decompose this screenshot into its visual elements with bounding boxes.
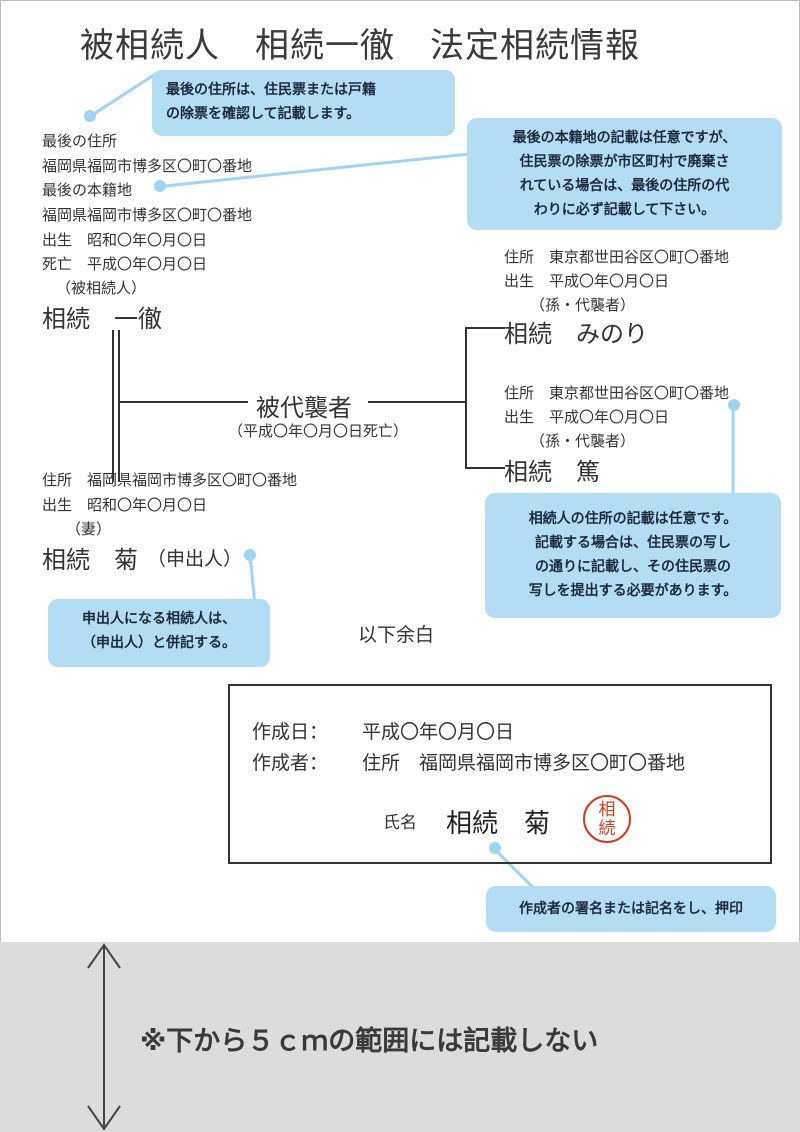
note-heir-address: 相続人の住所の記載は任意です。 記載する場合は、住民票の写し の通りに記載し、そ… [485, 493, 781, 618]
spouse-applicant-mark: （申出人） [147, 548, 243, 570]
deceased-role: （被相続人） [56, 279, 147, 297]
heir2-connector [465, 467, 505, 469]
heir2-address: 住所 東京都世田谷区〇町〇番地 [504, 384, 730, 402]
creation-date-label: 作成日： [252, 721, 329, 743]
note-line: 写しを提出する必要があります。 [528, 583, 738, 599]
deceased-name: 相続 一徹 [42, 305, 162, 333]
note-line: の通りに記載し、その住民票の [535, 559, 731, 575]
note-line: 申出人になる相続人は、 [82, 611, 236, 627]
last-address: 福岡県福岡市博多区〇町〇番地 [42, 157, 253, 175]
no-write-area [0, 942, 800, 1132]
note-line: 作成者の署名または記名をし、押印 [519, 901, 743, 917]
spouse-address: 住所 福岡県福岡市博多区〇町〇番地 [42, 471, 298, 489]
predeceased-name: 被代襲者 [256, 394, 352, 422]
heir1-connector [465, 327, 505, 329]
marriage-line-right [118, 330, 120, 482]
end-mark: 以下余白 [358, 624, 435, 646]
last-domicile: 福岡県福岡市博多区〇町〇番地 [42, 206, 253, 224]
heir2-name: 相続 篤 [504, 458, 600, 486]
branch-line-right [368, 401, 466, 403]
heir2-birth: 出生 平成〇年〇月〇日 [504, 408, 670, 426]
spouse-role: （妻） [66, 520, 112, 538]
heir1-birth: 出生 平成〇年〇月〇日 [504, 272, 670, 290]
page-title: 被相続人 相続一徹 法定相続情報 [80, 26, 640, 66]
heir1-name: 相続 みのり [504, 320, 648, 348]
note-line: 最後の住所は、住民票または戸籍 [166, 82, 376, 98]
note-line: 記載する場合は、住民票の写し [535, 535, 731, 551]
note-line: 住民票の除票が市区町村で廃棄さ [519, 154, 730, 170]
note-line: の除票を確認して記載します。 [166, 106, 361, 122]
measure-arrow-icon [87, 943, 121, 1131]
deceased-birth: 出生 昭和〇年〇月〇日 [42, 231, 208, 249]
spouse-birth: 出生 昭和〇年〇月〇日 [42, 496, 208, 514]
deceased-death: 死亡 平成〇年〇月〇日 [42, 255, 208, 273]
note-last-address: 最後の住所は、住民票または戸籍 の除票を確認して記載します。 [152, 70, 455, 136]
note4-dot [244, 549, 256, 561]
note-line: わりに必ず記載して下さい。 [533, 202, 716, 218]
branch-line-left [120, 401, 248, 403]
heir2-role: （孫・代襲者） [530, 432, 636, 450]
last-domicile-label: 最後の本籍地 [42, 181, 133, 199]
marriage-line-left [112, 330, 114, 482]
creator-address: 住所 福岡県福岡市博多区〇町〇番地 [362, 752, 686, 774]
last-address-label: 最後の住所 [42, 132, 118, 150]
note3-pointer [731, 406, 735, 495]
spouse-name: 相続 菊 [42, 546, 138, 574]
heirs-vertical-line [465, 327, 467, 469]
creator-label: 作成者： [252, 752, 329, 774]
note-domicile: 最後の本籍地の記載は任意ですが、 住民票の除票が市区町村で廃棄さ れている場合は… [467, 118, 782, 230]
bottom-margin-note: ※下から５ｃｍの範囲には記載しない [140, 1026, 599, 1057]
note-line: れている場合は、最後の住所の代 [519, 178, 730, 194]
note3-dot [728, 399, 740, 411]
creation-box [228, 684, 772, 864]
creation-date-value: 平成〇年〇月〇日 [362, 721, 515, 743]
note-line: 最後の本籍地の記載は任意ですが、 [512, 130, 737, 146]
heir1-role: （孫・代襲者） [530, 296, 636, 314]
note-signature: 作成者の署名または記名をし、押印 [486, 886, 776, 932]
creator-signature: 相続 菊 [446, 809, 551, 839]
note-line: 相続人の住所の記載は任意です。 [528, 511, 738, 527]
note-applicant: 申出人になる相続人は、 （申出人）と併記する。 [48, 599, 270, 667]
predeceased-date: （平成〇年〇月〇日死亡） [228, 422, 409, 440]
heir1-address: 住所 東京都世田谷区〇町〇番地 [504, 248, 730, 266]
seal-stamp: 相続 [583, 795, 631, 843]
note-line: （申出人）と併記する。 [82, 635, 236, 651]
creator-name-label: 氏名 [383, 813, 417, 833]
